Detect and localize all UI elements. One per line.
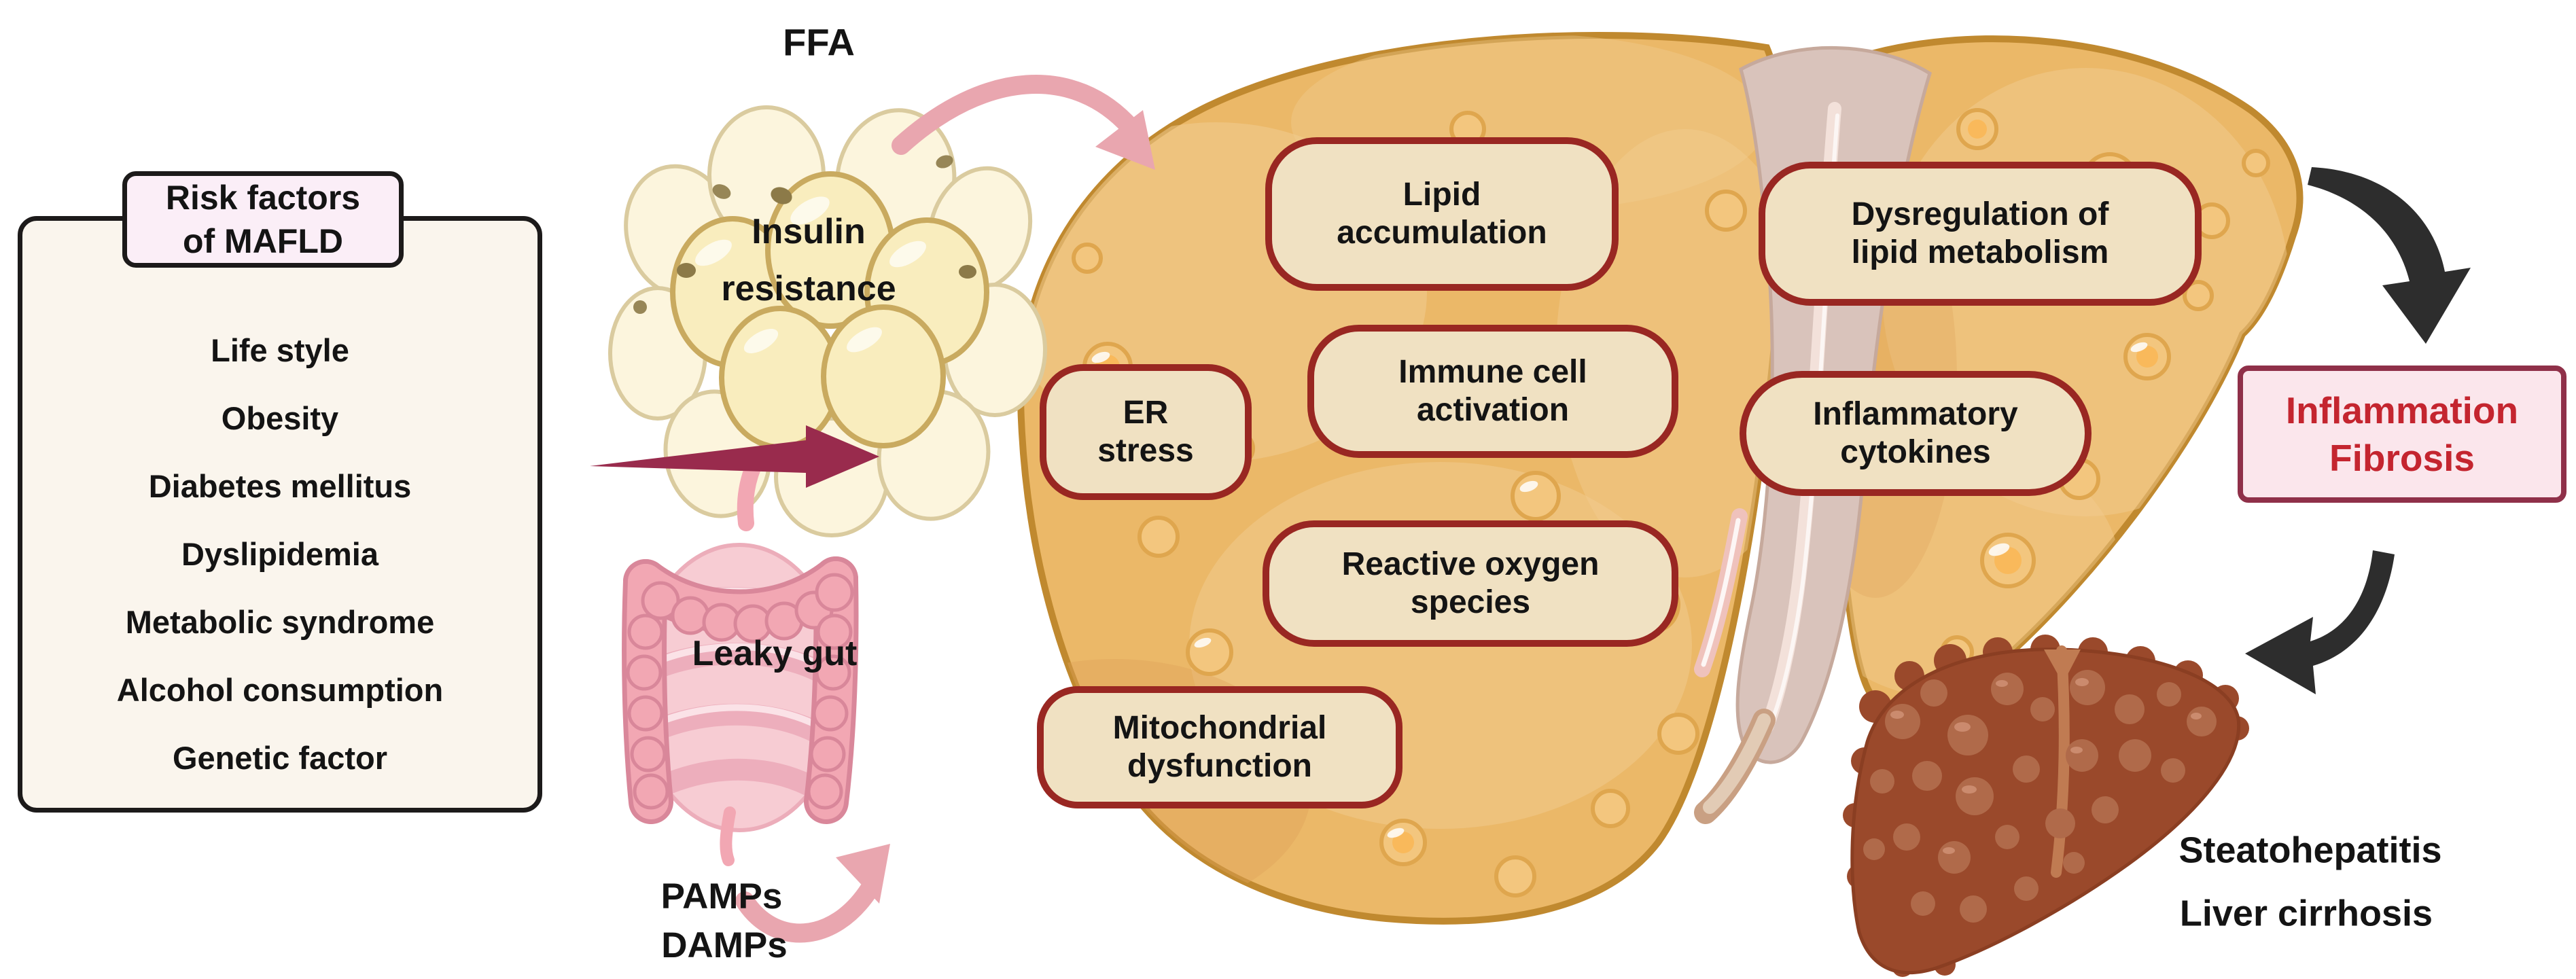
- inflammation-arrow: [2308, 167, 2471, 344]
- inflammation-fibrosis-box: Inflammation Fibrosis: [2238, 366, 2566, 503]
- intestine-illustration: [622, 454, 859, 866]
- insulin-resistance-label: Insulin resistance: [721, 211, 896, 308]
- ffa-arrow: [892, 75, 1155, 170]
- cirrhotic-liver-illustration: [1843, 635, 2249, 977]
- ffa-label: FFA: [783, 20, 855, 64]
- bubble-er-stress: ER stress: [1040, 364, 1252, 500]
- damps-label: DAMPs: [661, 925, 788, 966]
- risk-factor-item: Genetic factor: [172, 739, 388, 776]
- risk-factor-item: Metabolic syndrome: [125, 603, 435, 640]
- fibrosis-label: Fibrosis: [2329, 437, 2475, 479]
- risk-factor-item: Life style: [211, 332, 349, 368]
- risk-factor-item: Dyslipidemia: [181, 535, 378, 572]
- risk-factor-item: Alcohol consumption: [116, 671, 444, 708]
- bubble-reactive-oxygen-species: Reactive oxygen species: [1263, 520, 1678, 647]
- risk-factor-item: Obesity: [221, 399, 339, 436]
- bubble-mitochondrial-dysfunction: Mitochondrial dysfunction: [1037, 686, 1402, 808]
- inflammation-label: Inflammation: [2285, 389, 2519, 431]
- pamps-label: PAMPs: [660, 876, 783, 917]
- bubble-lipid-accumulation: Lipid accumulation: [1265, 137, 1619, 291]
- risk-factors-panel: Life style Obesity Diabetes mellitus Dys…: [18, 216, 542, 813]
- pamps-damps-arrow: [735, 844, 890, 943]
- risk-factor-item: Diabetes mellitus: [148, 467, 412, 504]
- cirrhosis-arrow: [2245, 550, 2395, 694]
- bubble-dysregulation-lipid-metabolism: Dysregulation of lipid metabolism: [1759, 162, 2202, 306]
- leaky-gut-label: Leaky gut: [692, 633, 858, 673]
- risk-factors-title: Risk factors of MAFLD: [122, 171, 404, 268]
- risk-factors-list: Life style Obesity Diabetes mellitus Dys…: [22, 316, 537, 791]
- liver-cirrhosis-label: Liver cirrhosis: [2179, 893, 2433, 934]
- bubble-immune-cell-activation: Immune cell activation: [1307, 325, 1678, 458]
- adipose-cells-illustration: [608, 105, 1047, 537]
- risk-factors-arrow: [590, 425, 879, 488]
- steatohepatitis-label: Steatohepatitis: [2178, 830, 2442, 871]
- bubble-inflammatory-cytokines: Inflammatory cytokines: [1740, 371, 2092, 496]
